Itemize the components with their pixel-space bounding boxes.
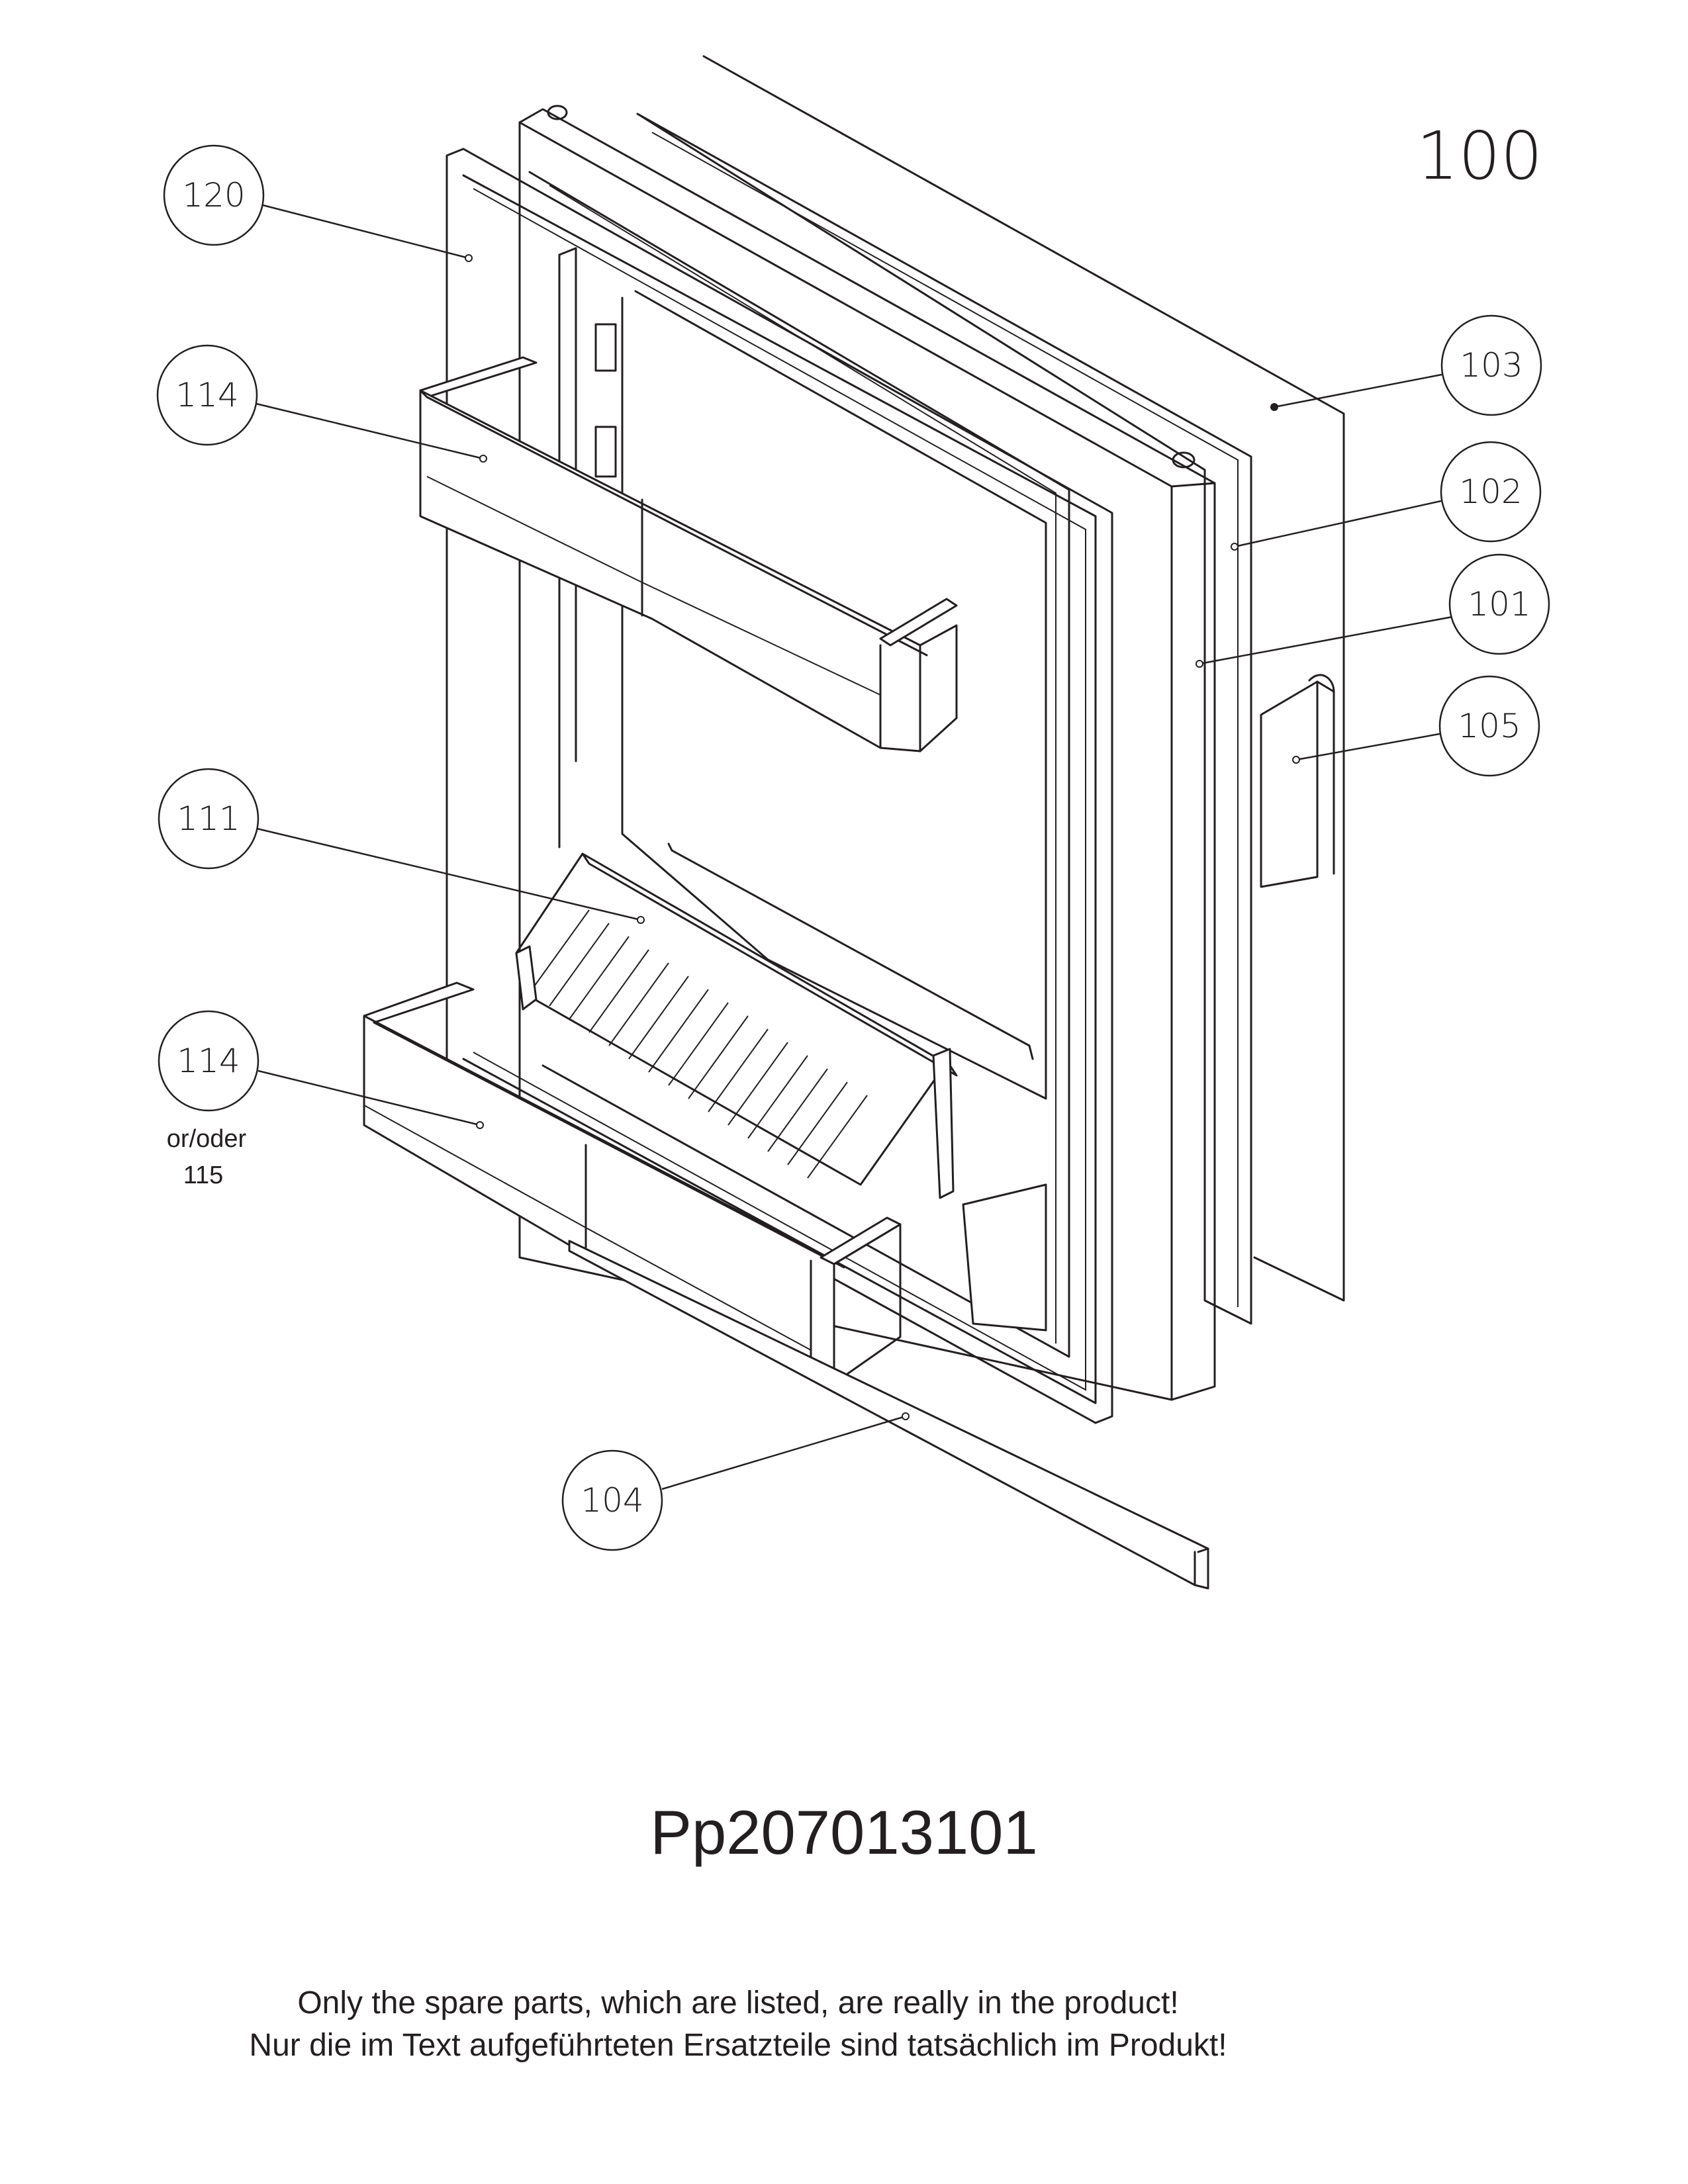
part-105-handle — [1260, 674, 1335, 888]
callout-anchor-dots — [465, 254, 1300, 1420]
part-101-door-shell — [518, 105, 1216, 1401]
svg-text:111: 111 — [177, 799, 240, 838]
callout-120: 120 — [163, 144, 265, 246]
callout-114-bottom: 114 — [158, 1010, 259, 1112]
notice-german: Nur die im Text aufgeführteten Ersatztei… — [249, 2028, 1227, 2063]
svg-text:114: 114 — [177, 1042, 240, 1080]
callout-101: 101 — [1448, 553, 1550, 655]
svg-text:101: 101 — [1468, 585, 1530, 623]
part-102-gasket — [636, 113, 1252, 1325]
callout-103: 103 — [1440, 314, 1542, 416]
alternative-note-line2: 115 — [183, 1161, 224, 1189]
alternative-note-line1: or/oder — [166, 1125, 247, 1153]
svg-text:105: 105 — [1458, 707, 1521, 745]
svg-text:114: 114 — [175, 376, 238, 414]
spare-parts-notice: Only the spare parts, which are listed, … — [0, 1982, 1476, 2067]
callout-114-top: 114 — [156, 344, 258, 446]
svg-text:104: 104 — [581, 1481, 643, 1520]
part-104-rail — [568, 1240, 1209, 1590]
exploded-door-drawing: 120 114 111 114 103 102 101 105 104 100 — [156, 55, 1550, 1590]
callout-102: 102 — [1440, 441, 1542, 543]
part-number: Pp207013101 — [650, 1797, 1038, 1867]
svg-text:102: 102 — [1459, 473, 1522, 511]
assembly-label: 100 — [1417, 117, 1543, 195]
callout-104: 104 — [561, 1449, 663, 1551]
part-114-upper-shelf — [419, 356, 958, 752]
svg-text:103: 103 — [1460, 346, 1523, 385]
alternative-part-note: or/oder 115 — [140, 1125, 273, 1190]
part-114-lower-shelf — [363, 981, 1047, 1385]
callout-105: 105 — [1438, 675, 1540, 777]
callout-leaders — [256, 204, 1460, 1490]
notice-english: Only the spare parts, which are listed, … — [297, 1985, 1179, 2021]
part-120-door-liner — [445, 148, 1113, 1424]
callout-111: 111 — [158, 768, 259, 870]
svg-text:120: 120 — [182, 176, 245, 214]
part-103-back-panel — [702, 55, 1345, 1302]
part-111-bottle-rack — [515, 842, 1034, 1199]
